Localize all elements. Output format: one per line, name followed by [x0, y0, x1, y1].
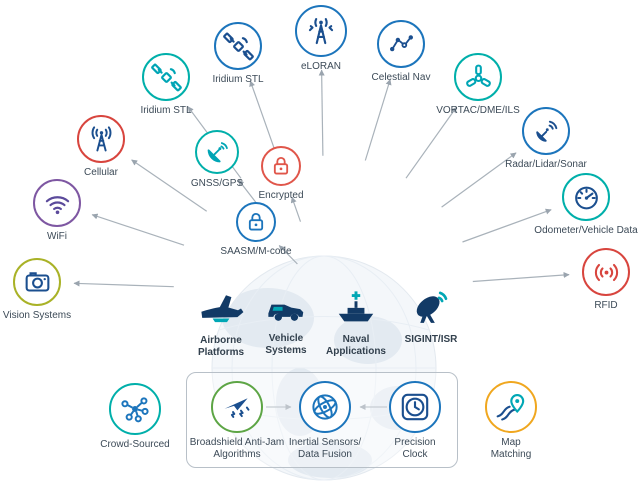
cell-tower-icon [91, 125, 111, 151]
radio-tower-icon [308, 18, 334, 45]
arrow-to-odometer-vehicle-data [462, 208, 552, 243]
celestial-nav-label: Celestial Nav [371, 72, 431, 83]
map-matching-circle [485, 381, 537, 433]
rfid-icon [594, 263, 618, 281]
lock-icon [273, 156, 289, 175]
arrow-to-saasm-mcode [278, 245, 298, 265]
network-icon [121, 397, 149, 423]
iridium-stl-b-label: Iridium STL [212, 74, 264, 85]
gnss-gps-circle [195, 130, 239, 174]
vision-systems-label: Vision Systems [2, 310, 72, 321]
vehicle-systems-label: Vehicle Systems [265, 333, 307, 356]
arrow-to-wifi [91, 213, 185, 246]
inertial-sensors-label: Inertial Sensors/ Data Fusion [288, 437, 362, 460]
radar-lidar-sonar-circle [522, 107, 570, 155]
vision-systems-circle [13, 258, 61, 306]
iridium-stl-b-circle [214, 22, 262, 70]
crowd-sourced-label: Crowd-Sourced [100, 439, 170, 450]
rfid-label: RFID [594, 300, 618, 311]
speedometer-icon [574, 186, 598, 209]
iridium-stl-a-circle [142, 53, 190, 101]
map-matching-label: Map Matching [490, 437, 532, 460]
arrow-to-celestial-nav [364, 78, 392, 161]
lock-icon [248, 212, 264, 231]
inertial-sensors-circle [299, 381, 351, 433]
arrow-to-encrypted [290, 196, 302, 222]
vortac-icon [465, 64, 491, 87]
arrow-to-eloran [318, 69, 325, 156]
encrypted-circle [261, 146, 301, 186]
encrypted-label: Encrypted [258, 190, 304, 201]
wifi-circle [33, 179, 81, 227]
celestial-nav-circle [377, 20, 425, 68]
airborne-platforms [197, 285, 245, 338]
sigint-isr [408, 285, 454, 336]
dish-icon [207, 141, 228, 162]
broadshield-anti-jam-label: Broadshield Anti-Jam Algorithms [189, 437, 285, 460]
eloran-label: eLORAN [300, 61, 341, 72]
naval-applications [334, 286, 378, 335]
saasm-mcode-circle [236, 202, 276, 242]
naval-applications-label: Naval Applications [325, 334, 386, 357]
iridium-stl-a-label: Iridium STL [140, 105, 192, 116]
satellite-icon [222, 32, 254, 60]
constellation-icon [389, 34, 413, 51]
map-pin-icon [496, 394, 525, 421]
gyroscope-icon [312, 394, 338, 420]
military-truck-icon [268, 304, 304, 321]
precision-clock-label: Precision Clock [394, 437, 436, 460]
cellular-label: Cellular [84, 167, 118, 178]
arrow-to-rfid [472, 272, 570, 283]
sigint-isr-label: SIGINT/ISR [404, 334, 458, 345]
sigint-dish-icon [416, 291, 448, 323]
arrow-to-vortac-dme-ils [405, 106, 457, 179]
crowd-sourced-circle [109, 383, 161, 435]
warship-icon [338, 291, 374, 322]
broadshield-anti-jam-circle [211, 381, 263, 433]
eloran-circle [295, 5, 347, 57]
satellite-icon [150, 63, 182, 91]
arrow-to-radar-lidar-sonar [441, 152, 517, 208]
gnss-gps-label: GNSS/GPS [190, 178, 244, 189]
fighter-jet-icon [201, 295, 244, 323]
radar-icon [535, 120, 557, 142]
rfid-circle [582, 248, 630, 296]
camera-icon [25, 271, 49, 292]
radar-lidar-sonar-label: Radar/Lidar/Sonar [505, 159, 587, 170]
arrow-to-vision-systems [73, 280, 174, 288]
cellular-circle [77, 115, 125, 163]
odometer-vehicle-data-circle [562, 173, 610, 221]
airborne-platforms-label: Airborne Platforms [197, 335, 245, 358]
wifi-label: WiFi [47, 231, 67, 242]
vortac-dme-ils-circle [454, 53, 502, 101]
vehicle-systems [263, 284, 309, 335]
odometer-vehicle-data-label: Odometer/Vehicle Data [534, 225, 638, 236]
wifi-icon [45, 195, 69, 214]
antijam-icon [224, 398, 250, 418]
vortac-dme-ils-label: VORTAC/DME/ILS [436, 105, 520, 116]
clock-icon [401, 393, 429, 421]
saasm-mcode-label: SAASM/M-code [220, 246, 292, 257]
arrow-to-cellular [131, 159, 208, 212]
precision-clock-circle [389, 381, 441, 433]
